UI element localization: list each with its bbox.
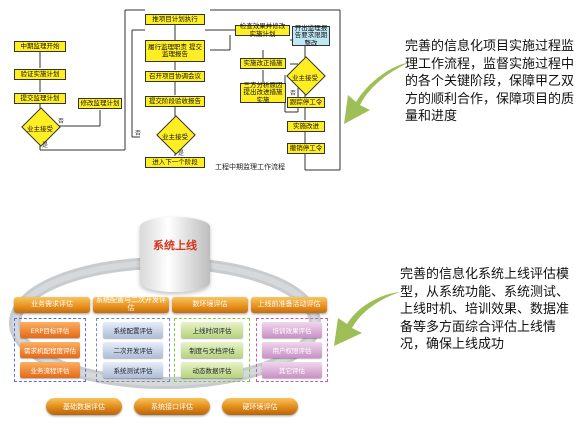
flow-mid-yes: 是 <box>178 150 185 157</box>
go-live-diagram: 系统上线 业务需求评估 系统配置与二次开发评估 数环境评估 上线前准备活动评估 … <box>0 205 340 426</box>
process-flowchart: 中期监理开始 验证实施计划 提交监理计划 业主接受 否 是 修改监理计划 推项目… <box>0 0 360 185</box>
eval-hardware: 硬环境评估 <box>222 398 298 415</box>
flow-box-improve: 实施改进 <box>287 121 325 132</box>
flow-decision-left-label: 业主接受 <box>27 125 53 133</box>
eval-config-dev: 系统配置与二次开发评估 <box>93 296 169 313</box>
eval-environment: 数环境评估 <box>172 297 248 313</box>
flow-box-meeting: 召开项目协调会议 <box>145 71 205 82</box>
green-arrow-icon <box>344 62 410 124</box>
flow-no-label: 否 <box>58 118 65 125</box>
flowchart-caption: 工程中期监理工作流程 <box>215 163 285 171</box>
flow-box-stop-work: 跟踪停工令 <box>287 97 325 108</box>
central-cylinder <box>140 217 210 292</box>
flow-box-duties-text: 履行监理职责 提交监理报告 <box>147 42 203 58</box>
item-sys-config: 系统配置评估 <box>103 322 163 338</box>
flow-box-corrective: 实施改正措施 <box>240 58 286 69</box>
flow-box-check-effect: 检查效果并修改实施计划 <box>235 22 290 37</box>
group-config <box>96 318 170 382</box>
flow-decision-right-label: 业主接受 <box>292 74 318 82</box>
item-sys-test: 系统测试评估 <box>103 362 163 378</box>
flow-right-no: 否 <box>290 90 297 97</box>
flow-box-start: 中期监理开始 <box>14 41 66 52</box>
item-dynamic-data: 动态数据评估 <box>181 362 243 378</box>
green-arrow-icon-2 <box>334 292 400 346</box>
group-prelaunch <box>256 318 328 382</box>
flow-box-execute: 推项目计划执行 <box>145 14 205 25</box>
bottom-description: 完善的信息化系统上线评估模型，从系统功能、系统测试、上线时机、培训效果、数据准备… <box>400 267 570 352</box>
flow-box-acceptance: 提交阶段验收报告 <box>145 96 205 107</box>
flow-box-verify-plan: 验证实施计划 <box>14 69 66 80</box>
flow-mid-no: 否 <box>135 130 142 137</box>
item-needs-fit: 需求机配程度评估 <box>20 342 80 358</box>
diagram-title: 系统上线 <box>153 239 197 252</box>
item-secondary-dev: 二次开发评估 <box>103 342 163 358</box>
flow-box-analysis: 三方分析原因提出改进措施实施 <box>240 81 286 103</box>
flow-decision-mid-label: 业主接受 <box>162 133 188 141</box>
flow-yes-label: 是 <box>42 142 49 149</box>
item-docs: 制度与文档评估 <box>181 342 243 358</box>
eval-interface: 系统接口评估 <box>134 398 210 415</box>
item-training: 培训效果评估 <box>262 322 322 338</box>
flow-box-duties-report: 履行监理职责 提交监理报告 <box>145 40 205 62</box>
item-process: 业务流程评估 <box>20 362 80 378</box>
top-description: 完善的信息化项目实施过程监理工作流程，监督实施过程中的各个关键阶段，保障甲乙双方… <box>405 39 575 124</box>
flow-box-submit-plan: 提交监理计划 <box>14 93 66 104</box>
eval-base-data: 基础数据评估 <box>46 398 122 415</box>
flow-box-rectify: 开出监理报告要求限期整改 <box>292 24 330 46</box>
item-launch-time: 上线时间评估 <box>181 322 243 338</box>
item-other: 其它评估 <box>262 362 322 378</box>
group-environment <box>174 318 250 382</box>
eval-business-needs: 业务需求评估 <box>14 297 90 313</box>
flow-box-next-stage: 进入下一个阶段 <box>145 157 205 168</box>
flow-box-revise-plan: 修改监理计划 <box>78 98 122 109</box>
item-permissions: 用户权限评估 <box>262 342 322 358</box>
flow-box-cancel-stop: 撤销停工令 <box>287 143 325 154</box>
item-erp-goal: ERP目标评估 <box>20 322 80 338</box>
eval-pre-launch: 上线前准备活动评估 <box>251 297 327 313</box>
group-business <box>14 318 86 382</box>
